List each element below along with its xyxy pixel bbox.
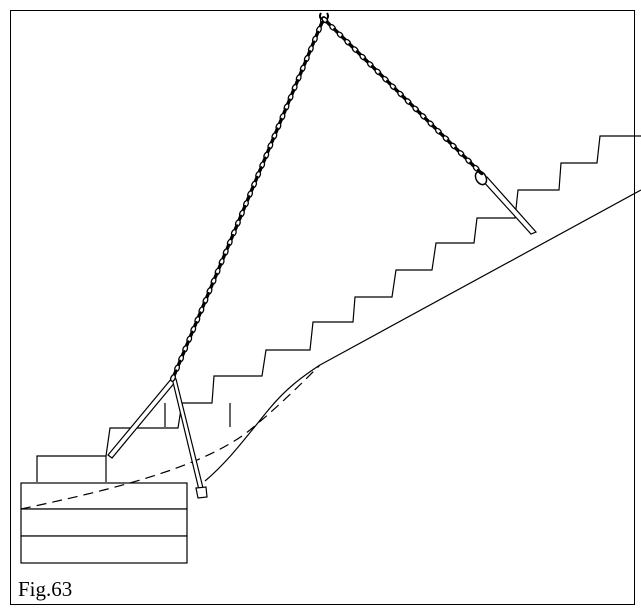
chain-link <box>476 168 484 176</box>
dashed-sling-line <box>20 364 321 510</box>
lifting-eye-icon <box>474 170 488 186</box>
chain-link <box>170 374 176 382</box>
stair-step-profile <box>36 135 641 482</box>
step-edges <box>105 403 231 482</box>
left-frame-leg <box>107 377 177 459</box>
left-lifting-chain <box>170 16 326 382</box>
frame-foot <box>195 486 208 499</box>
stair-soffit-curve <box>204 364 321 482</box>
landing-blocks <box>20 482 188 564</box>
left-lifting-frame <box>107 377 208 499</box>
right-lifting-chain <box>321 16 484 176</box>
landing-block <box>20 482 188 510</box>
right-frame-leg <box>171 377 205 495</box>
figure-caption: Fig.63 <box>18 577 73 601</box>
right-lifting-bar <box>481 176 538 235</box>
landing-block <box>20 535 188 564</box>
right-lifting-bar-body <box>481 176 538 235</box>
landing-block <box>20 508 188 537</box>
stair-soffit-line <box>319 189 641 366</box>
